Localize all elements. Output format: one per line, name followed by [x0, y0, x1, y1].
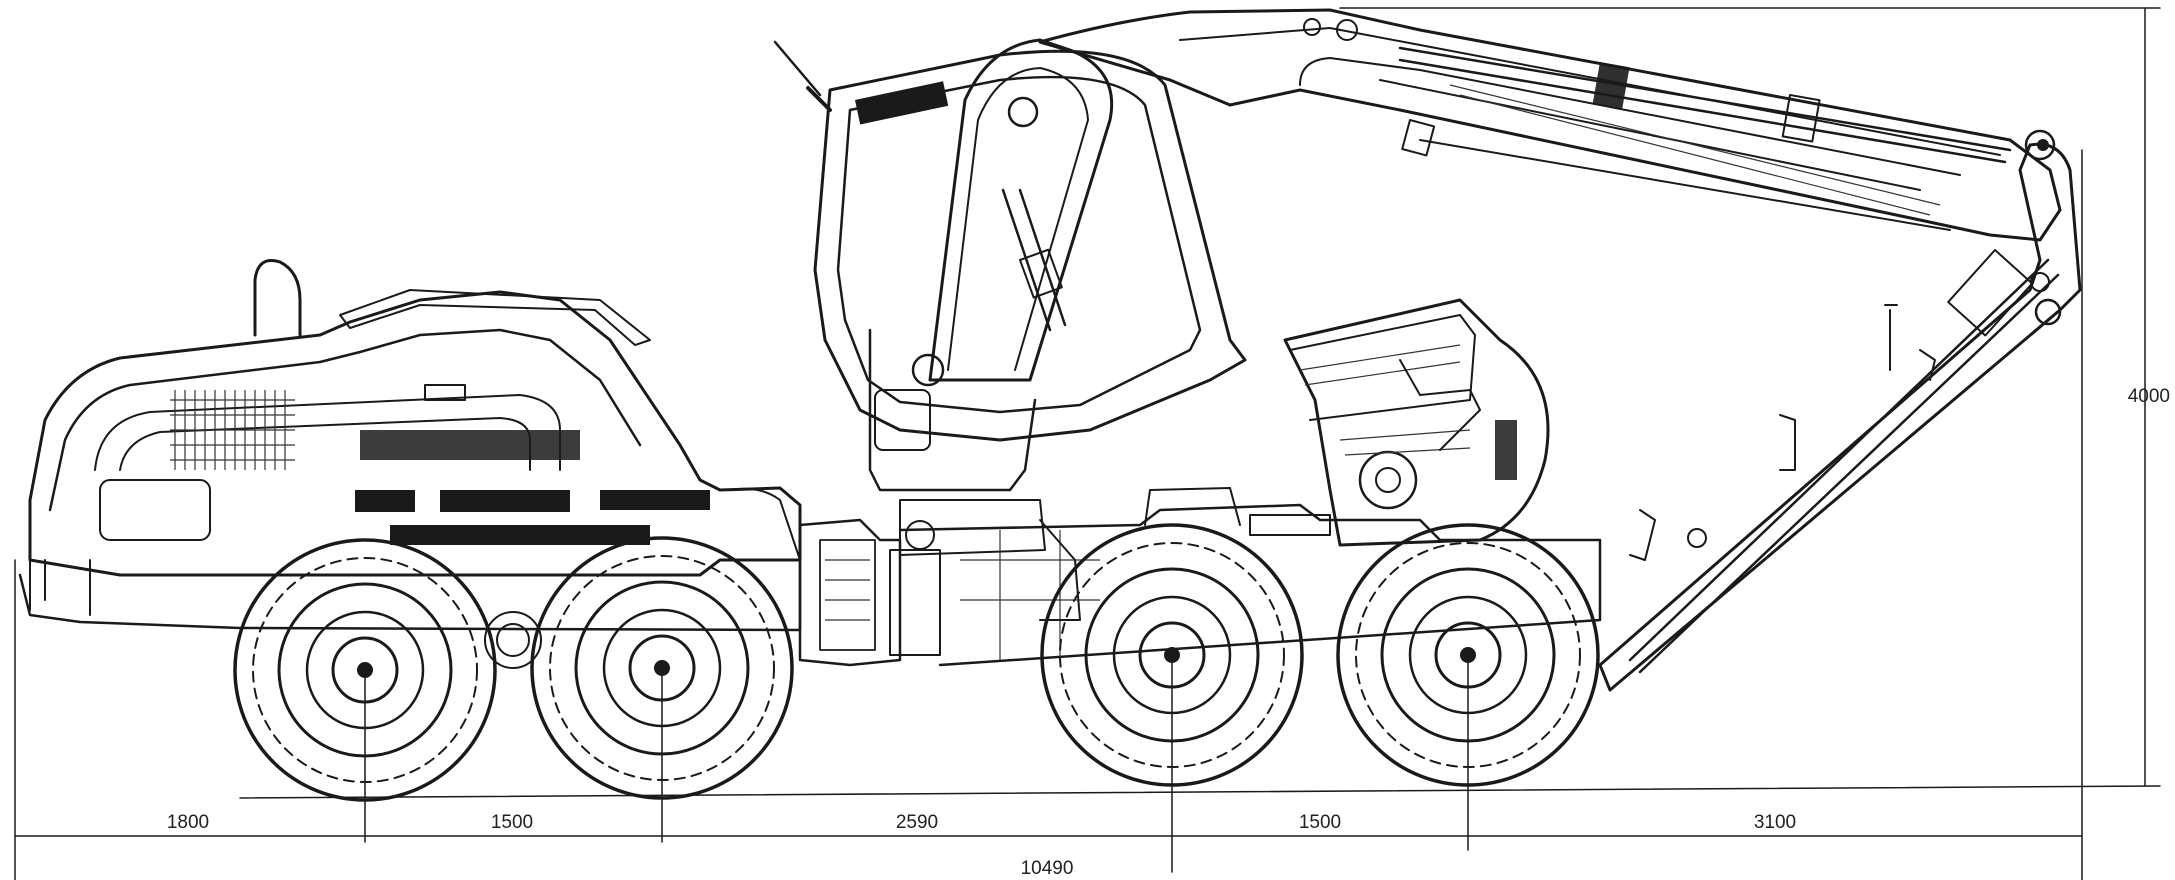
- engine-hood: [28, 259, 802, 616]
- dimension-lines: [14, 7, 2161, 880]
- dim-rear-bogie: 1500: [491, 812, 533, 833]
- dim-rear-overhang: 1800: [167, 812, 209, 833]
- dim-total-length: 10490: [1021, 858, 1074, 879]
- rear-chassis: [18, 487, 802, 669]
- articulation-joint: [798, 518, 941, 667]
- front-chassis: [898, 487, 1602, 667]
- crane-boom: [911, 8, 2062, 387]
- dim-front-overhang: 3100: [1754, 812, 1796, 833]
- dim-front-bogie: 1500: [1299, 812, 1341, 833]
- ground-line: [239, 785, 2161, 799]
- dim-height: 4000: [2128, 386, 2170, 407]
- dim-wheelbase: 2590: [896, 812, 938, 833]
- crane-tip-arm: [1598, 129, 2082, 692]
- harvester-head: [1283, 298, 1550, 547]
- operator-cab: [773, 40, 1247, 621]
